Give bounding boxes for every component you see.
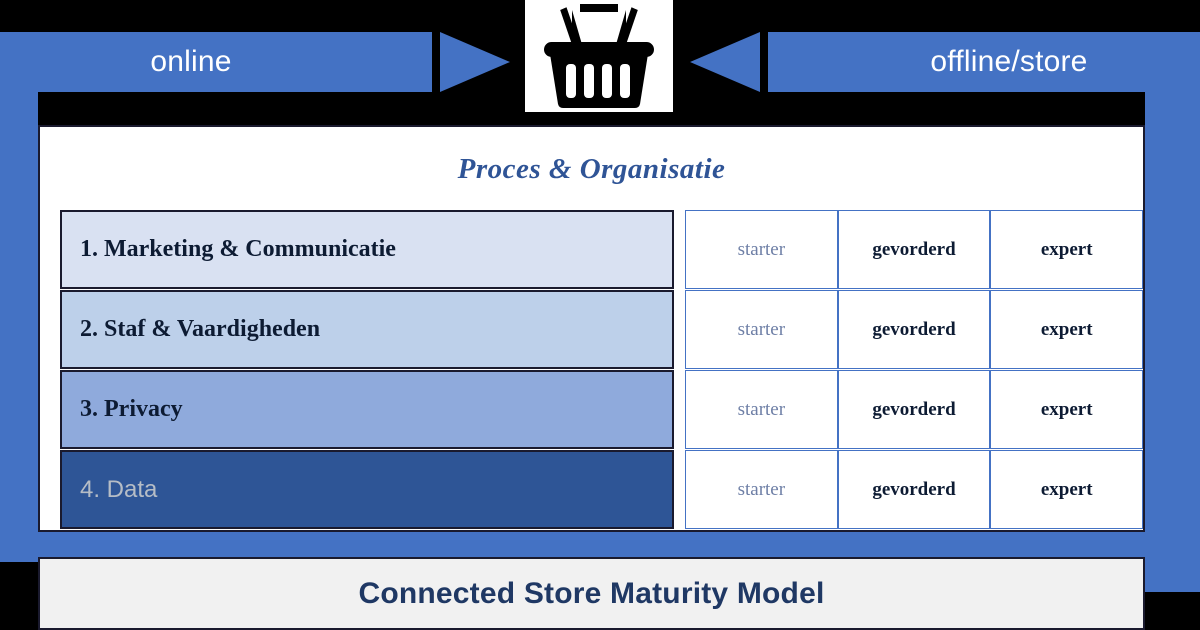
channel-label-offline: offline/store bbox=[930, 45, 1088, 78]
row-label-privacy: 3. Privacy bbox=[60, 370, 674, 449]
level-cell-gevorderd[interactable]: gevorderd bbox=[837, 450, 991, 529]
maturity-panel: Proces & Organisatie 1. Marketing & Comm… bbox=[38, 125, 1145, 532]
diagram-title: Connected Store Maturity Model bbox=[358, 576, 825, 610]
footer-banner: Connected Store Maturity Model bbox=[38, 557, 1145, 630]
channel-band-online: online bbox=[0, 32, 432, 92]
table-row[interactable]: 3. Privacy starter gevorderd expert bbox=[60, 370, 1144, 449]
row-label-marketing-communicatie: 1. Marketing & Communicatie bbox=[60, 210, 674, 289]
maturity-matrix: 1. Marketing & Communicatie starter gevo… bbox=[60, 210, 1144, 529]
table-row[interactable]: 2. Staf & Vaardigheden starter gevorderd… bbox=[60, 290, 1144, 369]
level-cell-gevorderd[interactable]: gevorderd bbox=[837, 210, 991, 289]
level-cell-gevorderd[interactable]: gevorderd bbox=[837, 370, 991, 449]
panel-heading: Proces & Organisatie bbox=[457, 152, 726, 185]
row-levels: starter gevorderd expert bbox=[685, 290, 1144, 369]
channel-label-online: online bbox=[150, 45, 232, 78]
arrow-right-icon bbox=[440, 32, 510, 92]
channel-band-offline: offline/store bbox=[768, 32, 1200, 92]
row-levels: starter gevorderd expert bbox=[685, 450, 1144, 529]
table-row[interactable]: 4. Data starter gevorderd expert bbox=[60, 450, 1144, 529]
level-cell-expert[interactable]: expert bbox=[990, 450, 1144, 529]
frame-bar-left bbox=[0, 32, 38, 562]
row-levels: starter gevorderd expert bbox=[685, 210, 1144, 289]
arrow-left-icon bbox=[690, 32, 760, 92]
level-cell-starter[interactable]: starter bbox=[685, 370, 838, 449]
row-label-staf-vaardigheden: 2. Staf & Vaardigheden bbox=[60, 290, 674, 369]
level-cell-expert[interactable]: expert bbox=[990, 210, 1144, 289]
level-cell-expert[interactable]: expert bbox=[990, 370, 1144, 449]
level-cell-starter[interactable]: starter bbox=[685, 290, 838, 369]
table-row[interactable]: 1. Marketing & Communicatie starter gevo… bbox=[60, 210, 1144, 289]
level-cell-gevorderd[interactable]: gevorderd bbox=[837, 290, 991, 369]
level-cell-starter[interactable]: starter bbox=[685, 450, 838, 529]
frame-bar-right bbox=[1145, 32, 1200, 592]
row-label-data: 4. Data bbox=[60, 450, 674, 529]
row-levels: starter gevorderd expert bbox=[685, 370, 1144, 449]
level-cell-expert[interactable]: expert bbox=[990, 290, 1144, 369]
shopping-basket-icon bbox=[525, 0, 673, 112]
level-cell-starter[interactable]: starter bbox=[685, 210, 838, 289]
